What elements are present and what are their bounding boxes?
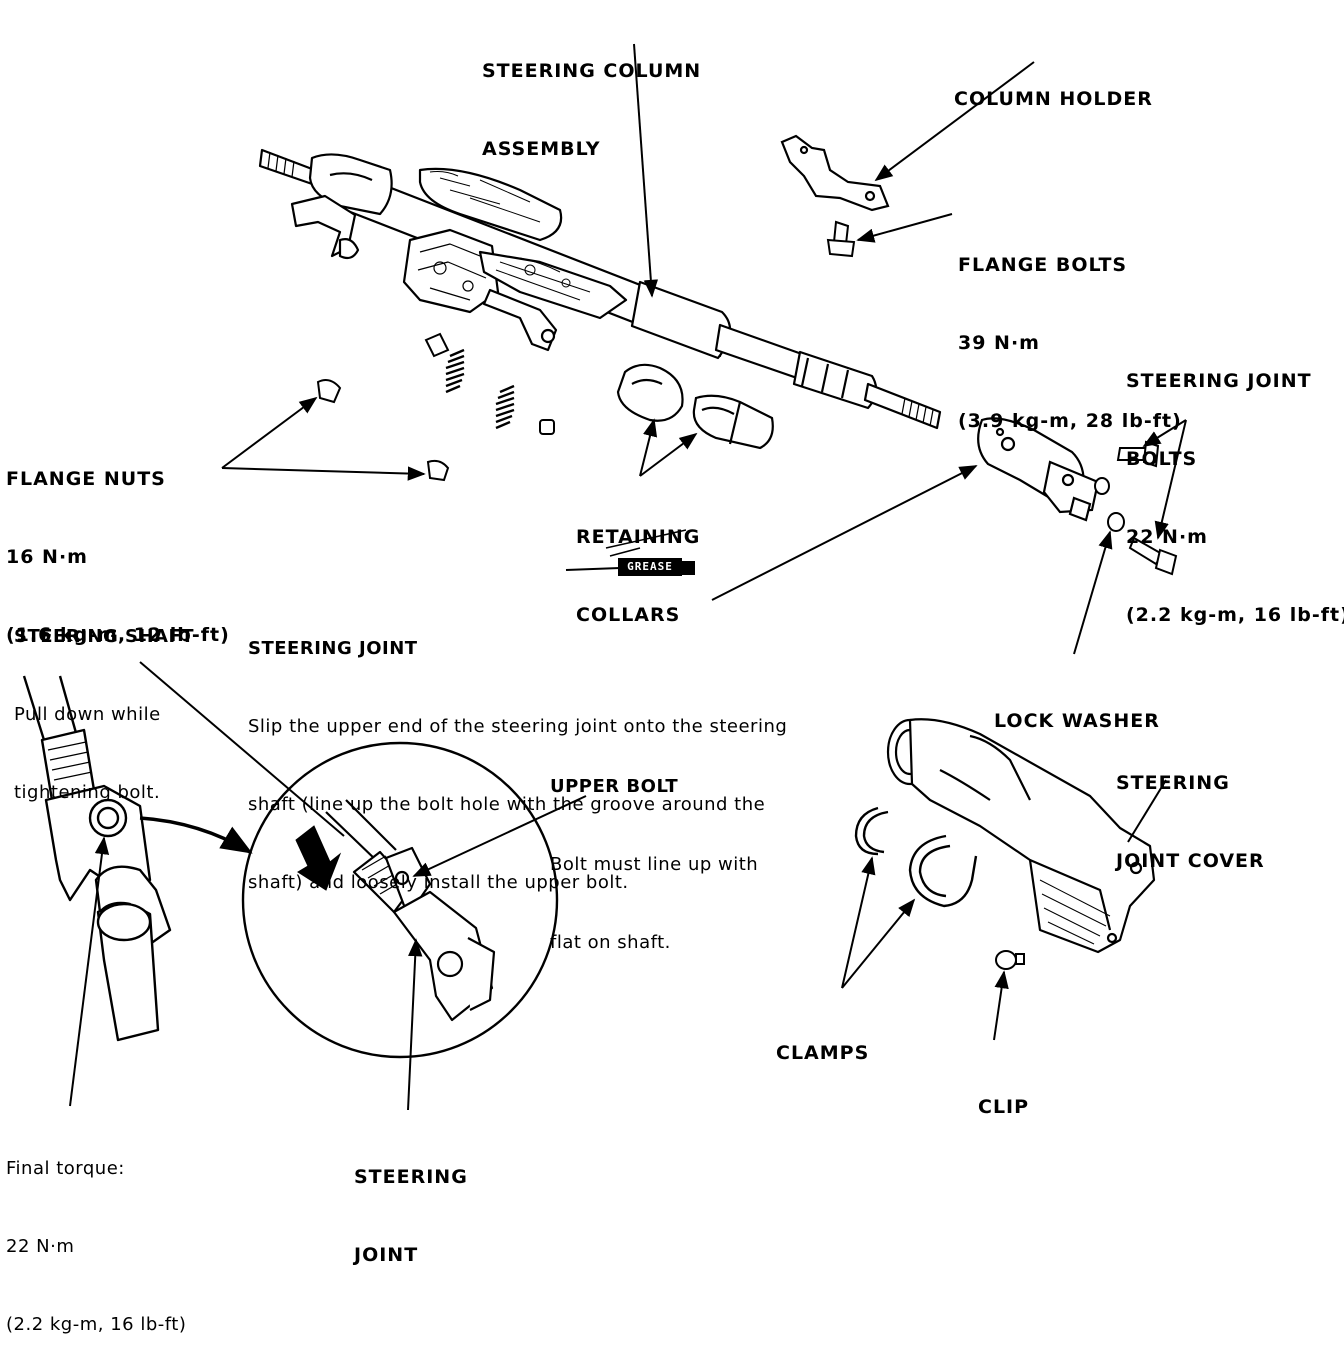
label-lock-washer: LOCK WASHER xyxy=(994,710,1160,732)
grease-label: GREASE xyxy=(618,558,682,576)
label-steering-column-assembly: STEERING COLUMN ASSEMBLY xyxy=(482,60,702,160)
label-steering-shaft: STEERING SHAFT Pull down while tightenin… xyxy=(14,626,195,803)
label-flange-nuts: FLANGE NUTS 16 N·m (1.6 kg-m, 12 lb-ft) xyxy=(6,468,230,646)
detail-joint xyxy=(325,799,496,1022)
steering-joint-cover xyxy=(886,718,1156,954)
label-steering-joint-detail: STEERING JOINT xyxy=(354,1166,468,1266)
grease-tube-icon xyxy=(565,529,695,575)
pull-down-arrow-icon xyxy=(295,825,342,891)
clip xyxy=(995,950,1025,970)
label-upper-bolt: UPPER BOLT Bolt must line up with flat o… xyxy=(550,776,759,953)
label-flange-bolts: FLANGE BOLTS 39 N·m (3.9 kg-m, 28 lb-ft) xyxy=(958,254,1182,432)
steering-joint-part xyxy=(977,417,1100,522)
label-steering-joint-note: STEERING JOINT Slip the upper end of the… xyxy=(248,638,788,893)
steering-column-assembly xyxy=(258,148,942,430)
column-holder xyxy=(780,134,890,212)
label-clamps: CLAMPS xyxy=(776,1042,870,1064)
label-retaining-collars: RETAINING COLLARS xyxy=(576,526,701,626)
label-column-holder: COLUMN HOLDER xyxy=(954,88,1153,110)
label-clip: CLIP xyxy=(978,1096,1030,1118)
label-final-torque: Final torque: 22 N·m (2.2 kg-m, 16 lb-ft… xyxy=(6,1158,187,1335)
label-steering-joint-cover: STEERING JOINT COVER xyxy=(1116,772,1265,872)
steering-column-diagram xyxy=(22,43,1187,1111)
label-steering-joint-bolts: STEERING JOINT BOLTS 22 N·m (2.2 kg-m, 1… xyxy=(1126,370,1344,626)
detail-circle xyxy=(241,741,559,1059)
clamps xyxy=(854,806,978,908)
